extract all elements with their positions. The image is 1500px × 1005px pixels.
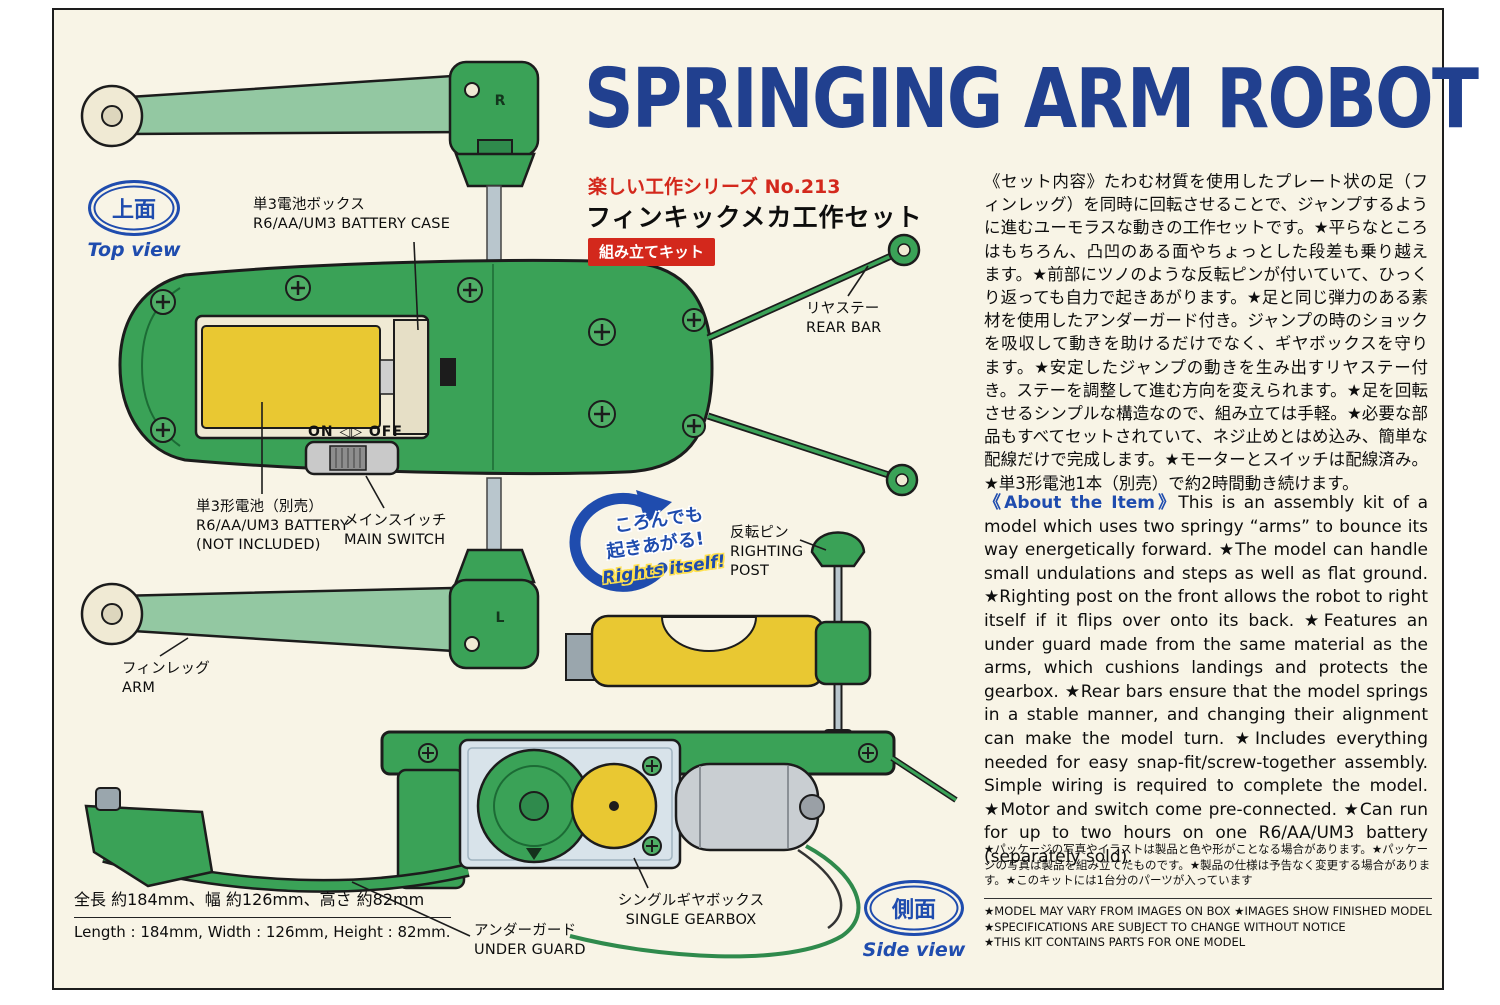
dimensions-block: 全長 約184mm、幅 約126mm、高さ 約82mm Length : 184… <box>74 886 451 941</box>
motor-wire-green <box>569 844 861 959</box>
top-view-diagram: R <box>80 60 921 670</box>
callout-under-guard: アンダーガード UNDER GUARD <box>474 922 586 960</box>
leader-lines <box>159 241 869 937</box>
dimensions-en: Length : 184mm, Width : 126mm, Height : … <box>74 923 451 941</box>
pivot-lower-pin <box>464 636 480 652</box>
top-view-caption: Top view <box>87 239 181 261</box>
leader-main-switch <box>365 475 385 509</box>
rights-itself-arrow <box>569 490 672 592</box>
battery-label-en2: (NOT INCLUDED) <box>196 537 321 554</box>
side-view-oval: 側面 <box>864 880 964 936</box>
rear-bar-lower <box>707 414 899 480</box>
leader-arm <box>159 637 189 657</box>
leader-rear-bar <box>847 265 869 297</box>
battery-case-end <box>393 319 429 435</box>
righting-post-cap <box>810 531 866 568</box>
top-view-oval: 上面 <box>88 180 180 236</box>
rear-bar-lower-ball-hole <box>895 473 909 487</box>
battery-label-en1: R6/AA/UM3 BATTERY <box>196 518 350 535</box>
main-switch-ridges <box>335 448 361 468</box>
gearbox-pulley-mark <box>526 848 542 860</box>
main-switch-label-en: MAIN SWITCH <box>344 532 446 549</box>
callout-arm: フィンレッグ ARM <box>122 660 210 698</box>
pivot-upper-pin <box>464 82 480 98</box>
motor-end-cap <box>799 794 825 820</box>
dimensions-jp: 全長 約184mm、幅 約126mm、高さ 約82mm <box>74 886 451 918</box>
leader-righting-post <box>799 539 827 551</box>
fine-print-en-line1: ★MODEL MAY VARY FROM IMAGES ON BOX ★IMAG… <box>984 904 1432 934</box>
callout-righting-post: 反転ピン RIGHTING POST <box>730 524 826 581</box>
pivot-lower-skirt <box>454 548 536 584</box>
leader-gearbox <box>633 857 649 889</box>
gearbox-yellow-gear-axle <box>609 801 619 811</box>
arm-label-en: ARM <box>122 680 156 697</box>
battery-contact <box>440 358 456 386</box>
body-screws <box>150 275 706 443</box>
series-line: 楽しい工作シリーズ No.213 <box>588 176 841 198</box>
front-foot <box>84 804 214 888</box>
main-switch-label-jp: メインスイッチ <box>344 513 447 529</box>
gearbox-label-jp: シングルギヤボックス <box>617 893 765 909</box>
kit-type-badge: 組み立てキット <box>588 238 716 266</box>
gearbox-screws <box>642 756 662 856</box>
leader-battery-case <box>413 241 419 331</box>
battery-label-jp: 単3形電池（別売） <box>196 499 324 515</box>
under-guard-label-jp: アンダーガード <box>474 923 577 939</box>
gearbox-housing-inner <box>467 747 673 861</box>
righting-post-label-jp: 反転ピン <box>730 525 789 541</box>
product-subtitle-jp: フィンキックメカ工作セット <box>586 203 923 232</box>
fine-print-jp: ★パッケージの写真やイラストは製品と色や形がことなる場合があります。★パッケージ… <box>984 842 1431 887</box>
jp-description: 《セット内容》たわむ材質を使用したプレート状の足（フィンレッグ）を同時に回転させ… <box>984 172 1428 493</box>
en-description-body: This is an assembly kit of a model which… <box>984 493 1428 867</box>
switch-on-off-label: ON ◁▷ OFF <box>308 424 403 440</box>
callout-gearbox: シングルギヤボックス SINGLE GEARBOX <box>596 892 786 930</box>
battery-case-label-jp: 単3電池ボックス <box>253 197 365 213</box>
callout-battery-case: 単3電池ボックス R6/AA/UM3 BATTERY CASE <box>253 196 450 234</box>
under-guard-label-en: UNDER GUARD <box>474 942 586 959</box>
arm-lower-hub-center <box>101 603 123 625</box>
fine-print-en-line2: ★THIS KIT CONTAINS PARTS FOR ONE MODEL <box>984 935 1246 949</box>
rear-bar-upper-ball-hole <box>897 243 911 257</box>
side-view-badge: 側面 Side view <box>862 880 966 961</box>
product-title: SPRINGING ARM ROBOT <box>584 52 1479 147</box>
arm-label-jp: フィンレッグ <box>122 661 210 677</box>
chassis-screws <box>418 743 878 763</box>
gearbox-pulley-hub <box>519 791 549 821</box>
mark-r: R <box>495 93 506 109</box>
rear-bar-label-jp: リヤステー <box>806 301 880 317</box>
righting-post-label-en: RIGHTING POST <box>730 544 804 580</box>
en-description-lead: 《About the Item》 <box>984 493 1179 513</box>
mark-l: L <box>496 610 505 626</box>
pivot-upper-skirt <box>454 152 536 188</box>
arm-side-notch <box>660 616 758 652</box>
callout-main-switch: メインスイッチ MAIN SWITCH <box>344 512 447 550</box>
top-view-badge: 上面 Top view <box>86 180 182 261</box>
rear-bar-label-en: REAR BAR <box>806 320 882 337</box>
arm-upper-hub-center <box>101 105 123 127</box>
gearbox-label-en: SINGLE GEARBOX <box>625 912 757 929</box>
callout-rear-bar: リヤステー REAR BAR <box>806 300 881 338</box>
side-view-caption: Side view <box>862 939 966 961</box>
callout-battery: 単3形電池（別売） R6/AA/UM3 BATTERY (NOT INCLUDE… <box>196 498 349 555</box>
en-description: 《About the Item》This is an assembly kit … <box>984 492 1428 870</box>
front-foot-pin <box>95 787 121 811</box>
motor-wire-dark <box>797 848 843 930</box>
battery-case-label-en: R6/AA/UM3 BATTERY CASE <box>253 216 451 233</box>
rear-bar-side <box>891 756 957 802</box>
arm-side-mount <box>814 620 872 686</box>
fine-print-en: ★MODEL MAY VARY FROM IMAGES ON BOX ★IMAG… <box>984 898 1432 951</box>
side-view-diagram <box>84 531 958 959</box>
leader-under-guard <box>351 881 471 937</box>
